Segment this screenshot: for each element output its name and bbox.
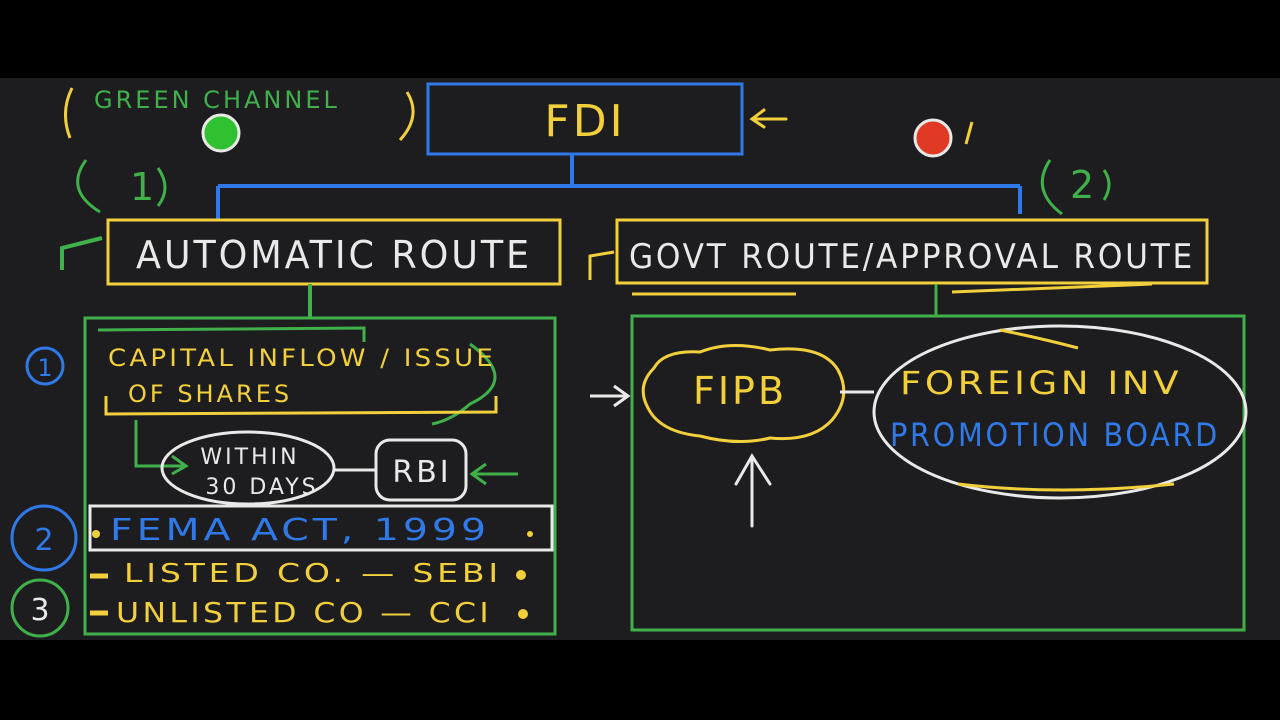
fema-bullet-right [527, 531, 533, 537]
rbi-label: RBI [392, 455, 451, 490]
panel-arrow [590, 384, 631, 408]
within-line-2: 30 DAYS [205, 475, 318, 500]
automatic-route-label: AUTOMATIC ROUTE [136, 233, 532, 277]
num-1-paren-right [156, 167, 167, 207]
board-underline [957, 482, 1175, 492]
green-channel-label: GREEN CHANNEL [94, 86, 340, 114]
foreign-line-1: FOREIGN INV [900, 364, 1182, 402]
num-2-paren-left [1040, 159, 1063, 216]
marker-2-circle [10, 504, 78, 572]
govt-panel [630, 314, 1246, 632]
fipb-cloud [641, 343, 846, 444]
govt-route-underline-right [951, 282, 1153, 294]
listed-label: LISTED CO. — SEBI [124, 559, 502, 589]
capital-bracket [104, 396, 498, 416]
within-line-1: WITHIN [200, 445, 299, 470]
automatic-route-checkmark [60, 236, 103, 270]
rbi-box [374, 438, 468, 502]
board-top-accent [999, 328, 1079, 350]
fdi-label: FDI [544, 96, 625, 147]
automatic-panel [83, 316, 557, 636]
rbi-arrow [469, 462, 518, 486]
fdi-box [426, 82, 744, 156]
capital-line-2: OF SHARES [128, 380, 292, 408]
green-light [201, 113, 241, 153]
fema-label: FEMA ACT, 1999 [110, 513, 490, 548]
marker-1-label: 1 [37, 354, 52, 382]
fema-bullet-left [92, 530, 100, 538]
capital-line-1: CAPITAL INFLOW / ISSUE [108, 344, 496, 372]
fdi-arrow [749, 108, 788, 129]
govt-route-box [615, 218, 1209, 285]
unlisted-label: UNLISTED CO — CCI [116, 596, 492, 629]
green-channel-bracket-right [398, 91, 415, 142]
whiteboard-background [0, 78, 1280, 640]
foreign-line-2: PROMOTION BOARD [890, 416, 1220, 454]
num-2-label: 2 [1070, 163, 1094, 207]
govt-route-checkmark [588, 250, 615, 280]
fipb-up-arrow [734, 453, 772, 528]
red-light-tick [964, 121, 974, 145]
capital-to-within-arrow [134, 420, 189, 476]
marker-1-circle [25, 346, 65, 386]
num-2-paren-right [1102, 169, 1111, 201]
marker-3-circle [10, 578, 70, 638]
red-light [913, 118, 953, 158]
unlisted-bullet-right [518, 609, 528, 619]
num-1-label: 1 [130, 165, 154, 209]
listed-bullet-right [516, 570, 526, 580]
fema-box [88, 504, 554, 552]
fipb-label: FIPB [693, 369, 787, 413]
within-30-days-bubble [160, 430, 336, 506]
num-1-paren-left [76, 159, 101, 214]
green-channel-bracket-left [64, 87, 74, 139]
capital-green-curve [431, 342, 497, 426]
board-ellipse [872, 324, 1248, 500]
automatic-route-box [106, 218, 562, 286]
marker-2-label: 2 [34, 523, 53, 558]
branch-connector [216, 154, 1022, 220]
capital-green-mark [97, 326, 366, 342]
govt-route-label: GOVT ROUTE/APPROVAL ROUTE [629, 237, 1195, 277]
marker-3-label: 3 [30, 593, 49, 628]
